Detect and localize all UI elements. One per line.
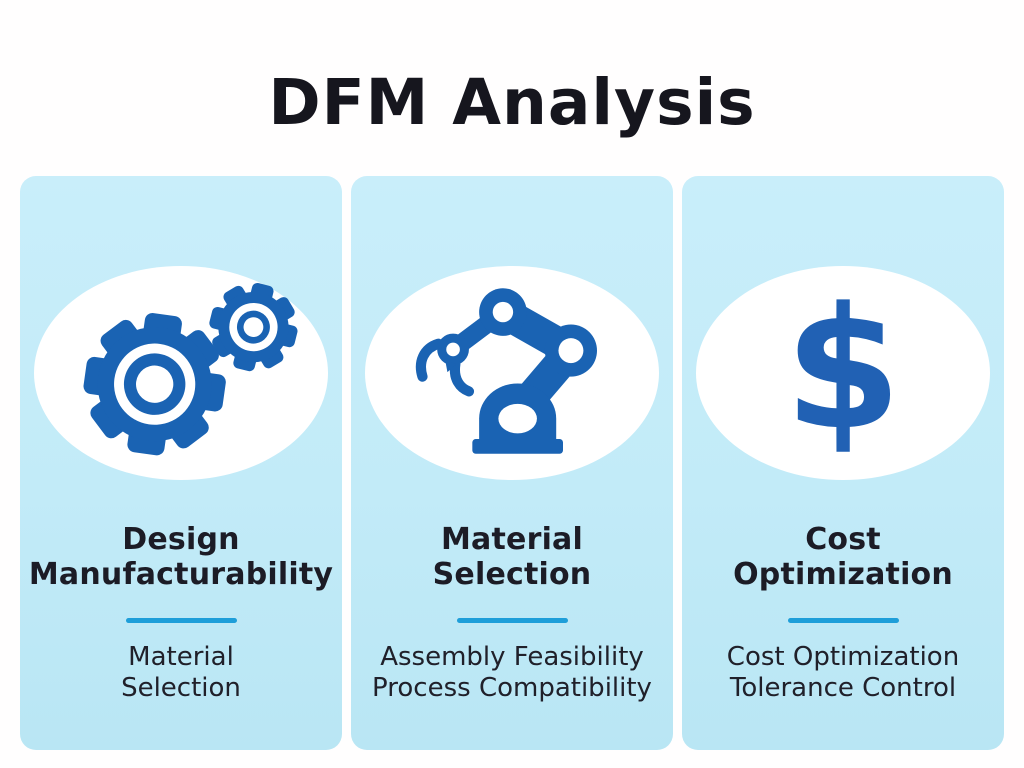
card-heading: Cost Optimization <box>733 522 953 592</box>
gears-icon <box>60 281 302 465</box>
card-item: Assembly Feasibility <box>380 642 644 672</box>
card-heading: Material Selection <box>433 522 592 592</box>
card-heading: Design Manufacturability <box>29 522 333 592</box>
card-items: Material Selection <box>121 642 241 704</box>
card-items: Assembly Feasibility Process Compatibili… <box>372 642 652 704</box>
robot-arm-icon <box>393 278 631 468</box>
icon-ellipse <box>365 266 659 480</box>
card-heading-line1: Material <box>440 522 583 557</box>
card-material-selection: Material Selection Assembly Feasibility … <box>351 176 673 750</box>
icon-ellipse: $ <box>696 266 990 480</box>
card-row: Design Manufacturability Material Select… <box>20 176 1004 750</box>
dollar-icon: $ <box>784 271 902 467</box>
divider <box>787 618 899 623</box>
card-heading-line2: Manufacturability <box>28 557 334 592</box>
icon-ellipse <box>34 266 328 480</box>
card-items: Cost Optimization Tolerance Control <box>727 642 959 704</box>
card-cost-optimization: $ Cost Optimization Cost Optimization To… <box>682 176 1004 750</box>
card-heading-line1: Design <box>122 522 240 557</box>
card-item: Process Compatibility <box>372 673 652 703</box>
card-item: Cost Optimization <box>726 642 960 672</box>
page-title: DFM Analysis <box>268 66 756 139</box>
divider <box>125 618 237 623</box>
card-heading-line2: Selection <box>432 557 592 592</box>
card-item: Selection <box>121 673 241 703</box>
card-heading-line2: Optimization <box>733 557 953 592</box>
card-item: Material <box>128 642 234 672</box>
card-heading-line1: Cost <box>805 522 881 557</box>
card-item: Tolerance Control <box>729 673 957 703</box>
card-design-manufacturability: Design Manufacturability Material Select… <box>20 176 342 750</box>
divider <box>456 618 568 623</box>
